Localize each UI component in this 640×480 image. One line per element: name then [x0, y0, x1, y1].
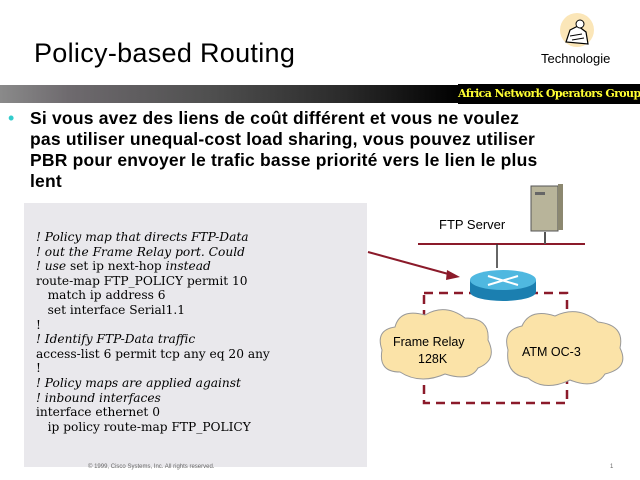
ftp-server-label: FTP Server: [439, 217, 506, 232]
code-segment: set interface Serial1.1: [36, 302, 186, 317]
code-segment: ! Policy maps are applied against: [36, 375, 241, 390]
router-icon: [470, 270, 536, 301]
code-segment: ! Identify FTP-Data traffic: [36, 332, 196, 347]
code-line: route-map FTP_POLICY permit 10: [36, 274, 270, 289]
bullet-text: Si vous avez des liens de coût différent…: [30, 108, 538, 191]
code-segment: interface ethernet 0: [36, 405, 160, 420]
code-segment: set ip next-hop: [69, 259, 166, 274]
code-segment: !: [36, 317, 41, 332]
code-line: interface ethernet 0: [36, 405, 270, 420]
code-line: ! inbound interfaces: [36, 391, 270, 406]
code-segment: ! Policy map that directs FTP-Data: [36, 230, 249, 244]
code-line: ! Policy maps are applied against: [36, 376, 270, 391]
frame-relay-speed: 128K: [418, 352, 448, 366]
code-box: [24, 203, 367, 467]
code-segment: route-map FTP_POLICY permit 10: [36, 273, 248, 288]
server-icon: [530, 184, 563, 232]
code-segment: ! use: [36, 259, 70, 274]
code-segment: instead: [165, 259, 211, 274]
brand-caption: Technologie: [541, 51, 611, 66]
copyright: © 1999, Cisco Systems, Inc. All rights r…: [88, 464, 215, 470]
arrow-head-icon: [446, 270, 460, 280]
page-title: Policy-based Routing: [34, 38, 296, 68]
code-line: ip policy route-map FTP_POLICY: [36, 420, 270, 435]
code-line: ! Policy map that directs FTP-Data: [36, 230, 270, 245]
code-segment: access-list 6 permit tcp any eq 20 any: [36, 346, 270, 361]
page-number: 1: [610, 464, 614, 470]
code-line: !: [36, 361, 270, 376]
banner-logo: Africa Network Operators Group: [458, 84, 640, 104]
code-line: set interface Serial1.1: [36, 303, 270, 318]
technologie-logo-icon: [560, 13, 594, 47]
pointer-arrow: [367, 251, 453, 276]
code-segment: !: [36, 361, 41, 376]
code-segment: ip policy route-map FTP_POLICY: [36, 419, 251, 434]
frame-relay-label: Frame Relay: [393, 335, 465, 349]
header-band: [0, 85, 460, 103]
code-line: !: [36, 318, 270, 333]
code-line: ! use set ip next-hop instead: [36, 259, 270, 274]
frame-relay-cloud-icon: [379, 309, 492, 380]
code-listing: ! Policy map that directs FTP-Data! out …: [36, 230, 270, 434]
bullet-icon: •: [8, 108, 15, 128]
code-segment: match ip address 6: [36, 288, 166, 303]
code-segment: ! out the Frame Relay port. Could: [36, 244, 245, 259]
code-segment: ! inbound interfaces: [36, 390, 161, 405]
atm-cloud-icon: [506, 311, 624, 386]
code-line: access-list 6 permit tcp any eq 20 any: [36, 347, 270, 362]
code-line: ! Identify FTP-Data traffic: [36, 332, 270, 347]
code-line: match ip address 6: [36, 288, 270, 303]
code-line: ! out the Frame Relay port. Could: [36, 245, 270, 260]
atm-label: ATM OC-3: [522, 345, 581, 359]
